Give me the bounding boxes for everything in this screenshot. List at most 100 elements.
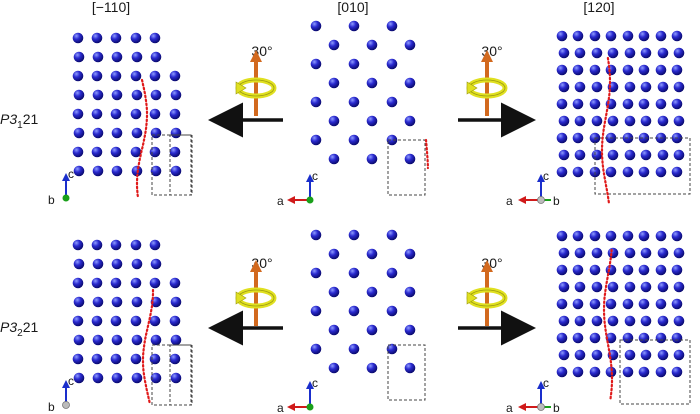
atom: [556, 98, 568, 110]
atom: [110, 277, 122, 289]
atom: [73, 258, 85, 270]
atom: [591, 247, 603, 259]
atom: [131, 296, 143, 308]
atom: [671, 366, 683, 378]
atom: [591, 315, 603, 327]
atom: [92, 51, 104, 63]
atom: [624, 149, 636, 161]
row-label-bottom-tail: 21: [23, 319, 39, 335]
atom: [558, 247, 570, 259]
atom: [91, 32, 103, 44]
atom: [131, 372, 143, 384]
atom: [72, 239, 84, 251]
atom: [386, 229, 398, 241]
atom: [572, 332, 584, 344]
atom: [655, 166, 667, 178]
atom: [640, 149, 652, 161]
rotation-axis-head: [481, 260, 493, 272]
atom: [348, 58, 360, 70]
atom: [310, 58, 322, 70]
atom: [386, 305, 398, 317]
atom: [72, 277, 84, 289]
atom: [622, 64, 634, 76]
rotation-axis-head: [250, 260, 262, 272]
atom: [328, 248, 340, 260]
atom: [574, 281, 586, 293]
atom: [657, 281, 669, 293]
atom: [92, 258, 104, 270]
atom: [366, 153, 378, 165]
atom: [671, 332, 683, 344]
atom: [149, 277, 161, 289]
atom: [110, 315, 122, 327]
atom: [348, 20, 360, 32]
atom: [111, 258, 123, 270]
atom: [328, 153, 340, 165]
atom: [574, 349, 586, 361]
atom: [558, 115, 570, 127]
axis-label-b-tr: b: [553, 194, 560, 208]
atom: [624, 247, 636, 259]
direction-arrow-icon: [208, 102, 536, 346]
atom: [605, 298, 617, 310]
atom: [655, 98, 667, 110]
atom: [404, 362, 416, 374]
atom: [605, 30, 617, 42]
atom: [671, 166, 683, 178]
atom: [622, 230, 634, 242]
atom: [366, 286, 378, 298]
rotation-arrow-icon: [466, 260, 508, 326]
atom: [169, 353, 181, 365]
rotation-ring-head: [466, 81, 478, 95]
atom: [386, 343, 398, 355]
atom: [131, 258, 143, 270]
atom: [150, 127, 162, 139]
atom: [638, 298, 650, 310]
atom: [572, 366, 584, 378]
atom: [72, 108, 84, 120]
atom: [591, 281, 603, 293]
atom: [558, 281, 570, 293]
atom: [655, 298, 667, 310]
atom: [130, 70, 142, 82]
atom: [348, 134, 360, 146]
atom: [657, 47, 669, 59]
atom: [73, 296, 85, 308]
row-label-top: P3121: [0, 111, 38, 131]
screw-helix: [141, 288, 155, 406]
atom: [404, 115, 416, 127]
rotation-axis-head: [250, 50, 262, 62]
atom: [366, 39, 378, 51]
screw-helix: [424, 138, 429, 170]
atom: [572, 98, 584, 110]
atom: [591, 47, 603, 59]
atom: [638, 64, 650, 76]
atom: [556, 30, 568, 42]
atom: [366, 115, 378, 127]
atom: [366, 248, 378, 260]
atom: [605, 64, 617, 76]
atom: [110, 239, 122, 251]
atom: [572, 64, 584, 76]
atom: [657, 149, 669, 161]
atom: [574, 81, 586, 93]
atom: [638, 98, 650, 110]
atom: [558, 47, 570, 59]
atom: [92, 296, 104, 308]
atom: [624, 281, 636, 293]
atom: [310, 134, 322, 146]
atom: [572, 264, 584, 276]
atom: [386, 20, 398, 32]
axis-label-c-bl: c: [68, 374, 74, 388]
atom: [640, 349, 652, 361]
atom: [574, 47, 586, 59]
unit-cell-outline: [387, 344, 426, 401]
atom: [130, 277, 142, 289]
atom: [110, 146, 122, 158]
atom: [310, 20, 322, 32]
atom: [110, 32, 122, 44]
atom: [328, 39, 340, 51]
atom: [170, 165, 182, 177]
atom: [386, 96, 398, 108]
atom: [574, 315, 586, 327]
